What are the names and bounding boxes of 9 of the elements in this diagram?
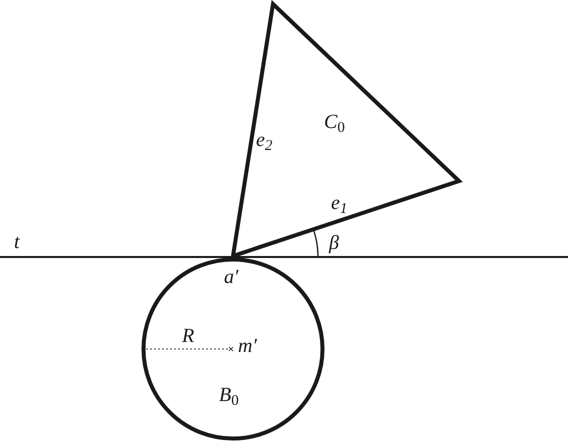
math-label: e$_{1}$ <box>331 193 348 213</box>
math-label: a′ <box>224 267 238 287</box>
math-label: R <box>182 326 194 346</box>
shape-label: B$_{0}$ <box>219 385 239 405</box>
math-label: β <box>329 233 339 253</box>
shape-label: C$_{0}$ <box>324 112 345 132</box>
math-label: t <box>14 232 20 252</box>
math-label: m′ <box>238 336 257 356</box>
math-label: e$_{2}$ <box>256 130 272 150</box>
